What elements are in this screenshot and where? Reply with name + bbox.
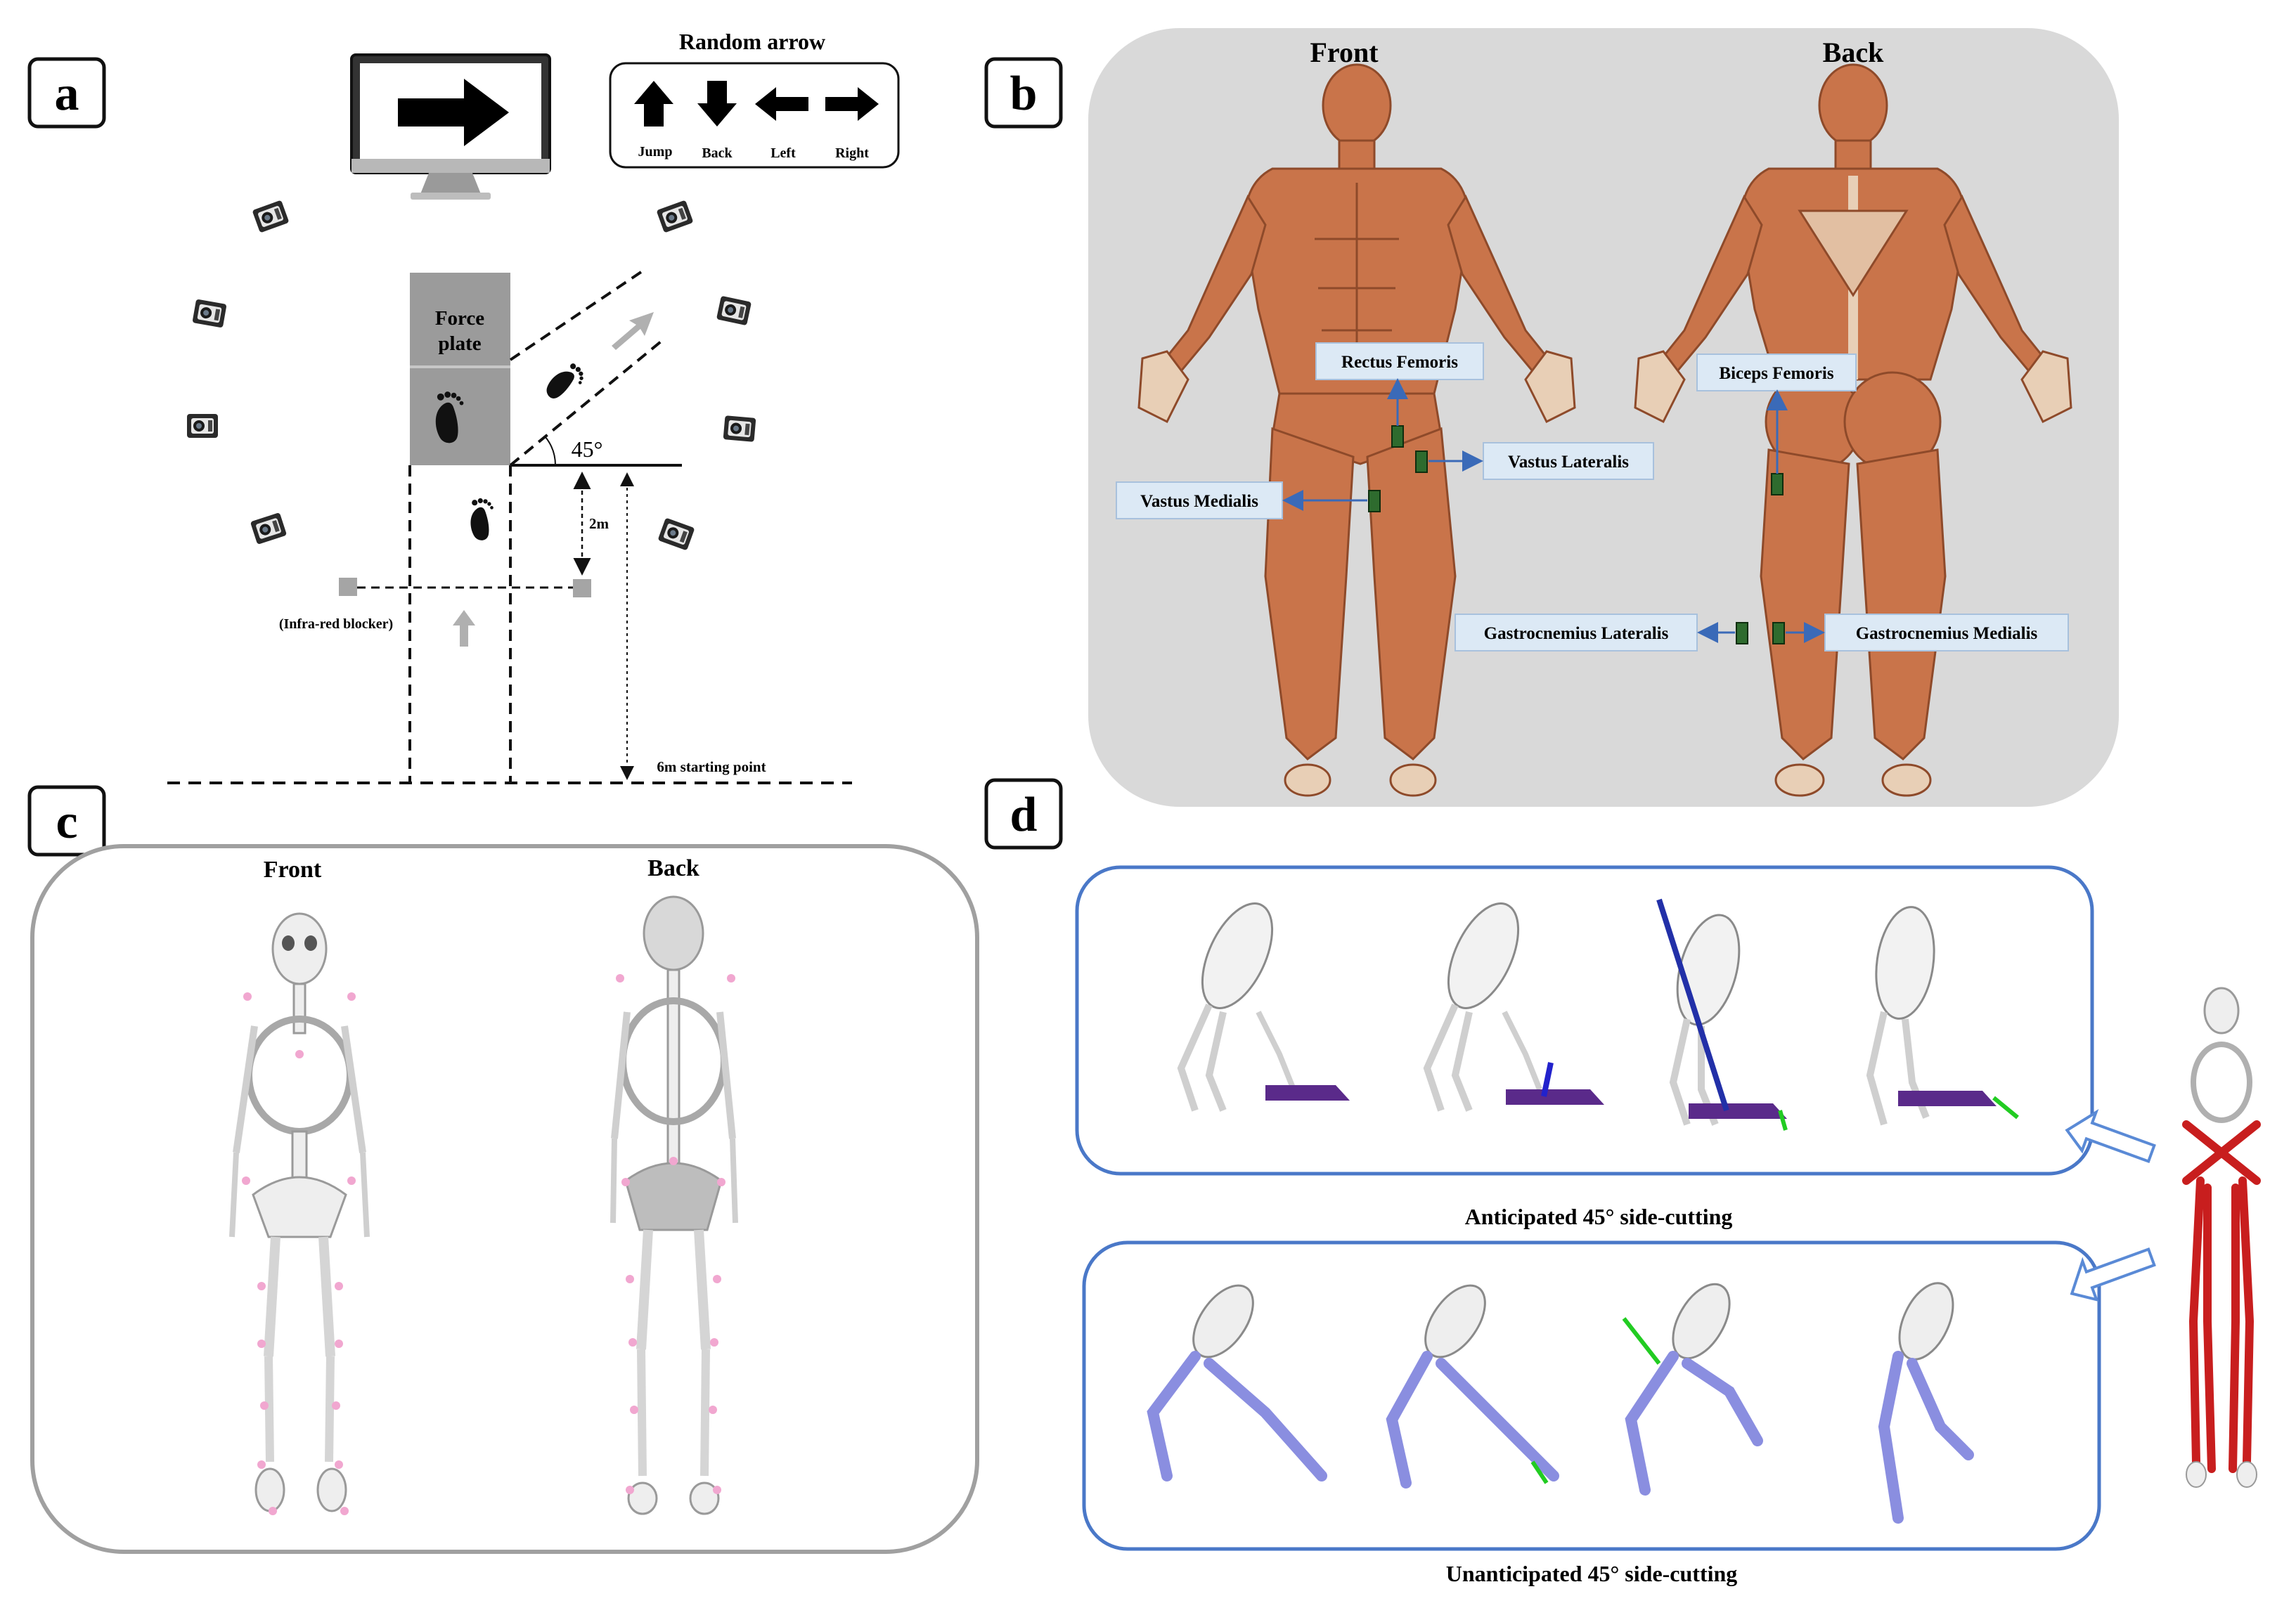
panel-letter-b: b	[984, 57, 1063, 129]
svg-text:c: c	[56, 795, 77, 849]
arrow-label-jump: Jump	[638, 144, 673, 160]
arrow-up-icon	[634, 81, 673, 127]
svg-text:Gastrocnemius Lateralis: Gastrocnemius Lateralis	[1484, 624, 1669, 643]
camera-icon	[657, 517, 695, 551]
panel-b-back-title: Back	[1823, 37, 1884, 68]
panel-c: c Front Back	[27, 785, 979, 1554]
panel-b-front-title: Front	[1310, 37, 1379, 68]
anticipated-caption: Anticipated 45° side-cutting	[1465, 1204, 1733, 1229]
svg-text:b: b	[1010, 67, 1038, 121]
monitor-icon	[350, 53, 551, 200]
panel-c-front-title: Front	[264, 857, 322, 883]
muscle-figure-front	[1137, 63, 1576, 797]
panel-letter-a: a	[27, 57, 106, 129]
panel-c-back-title: Back	[647, 855, 699, 881]
muscle-figure-back	[1634, 63, 2072, 797]
muscle-skeleton-model	[2182, 987, 2261, 1488]
panel-a: a Random arrow Jump Back Left Right	[27, 29, 900, 784]
skeleton-front	[229, 912, 370, 1512]
camera-icon	[192, 299, 227, 328]
svg-text:Force: Force	[435, 307, 484, 330]
camera-icon	[252, 200, 290, 233]
unanticipated-caption: Unanticipated 45° side-cutting	[1446, 1561, 1738, 1586]
unanticipated-frame	[1082, 1240, 2101, 1551]
arrow-left-icon	[755, 87, 808, 121]
panel-b: b Front Back	[984, 28, 2119, 807]
muscle-label-rectus-femoris: Rectus Femoris	[1315, 342, 1484, 426]
distance-2m-label: 2m	[589, 515, 610, 532]
muscle-label-gastrocnemius-medialis: Gastrocnemius Medialis	[1786, 614, 2069, 651]
emg-sensor-icon	[1391, 425, 1404, 448]
muscle-label-vastus-medialis: Vastus Medialis	[1116, 481, 1367, 519]
panel-c-frame	[30, 844, 979, 1554]
infrared-label: (Infra-red blocker)	[279, 616, 393, 632]
camera-icon	[656, 200, 694, 233]
reflective-markers	[242, 974, 735, 1515]
panel-d: d Anticipated 45° side-cutting Unanticip…	[984, 778, 2261, 1586]
camera-icon	[716, 295, 752, 326]
arrow-down-icon	[697, 81, 737, 127]
direction-arrow-icon	[612, 312, 654, 350]
svg-text:Gastrocnemius Medialis: Gastrocnemius Medialis	[1856, 624, 2038, 643]
emg-sensor-icon	[1736, 622, 1748, 644]
svg-text:Rectus Femoris: Rectus Femoris	[1341, 353, 1458, 372]
muscle-label-biceps-femoris: Biceps Femoris	[1696, 354, 1857, 474]
footprint-icon	[470, 498, 494, 540]
arrow-right-icon	[825, 87, 879, 121]
random-arrow-title: Random arrow	[679, 29, 825, 54]
svg-text:a: a	[55, 67, 79, 121]
panel-b-background	[1088, 28, 2119, 807]
unanticipated-poses	[1147, 1282, 1974, 1524]
arrow-label-left: Left	[770, 145, 796, 161]
camera-icon	[723, 415, 756, 442]
skeleton-back	[610, 895, 738, 1515]
hollow-arrow-icon	[2070, 1247, 2156, 1302]
random-arrow-box: Jump Back Left Right	[609, 62, 900, 169]
panel-letter-d: d	[984, 778, 1063, 850]
infrared-blocker-right	[573, 579, 591, 597]
svg-text:plate: plate	[438, 332, 481, 355]
emg-sensors	[1368, 425, 1785, 644]
emg-sensor-icon	[1772, 622, 1785, 644]
muscle-label-vastus-lateralis: Vastus Lateralis	[1428, 442, 1654, 480]
arrow-label-right: Right	[835, 145, 869, 161]
force-plate: Force plate	[410, 273, 510, 465]
arrow-right-icon	[398, 79, 509, 146]
camera-icon	[250, 512, 288, 545]
footprint-icon	[541, 360, 589, 406]
angle-label: 45°	[572, 436, 603, 462]
svg-text:Vastus Medialis: Vastus Medialis	[1140, 492, 1258, 511]
direction-arrow-icon	[453, 610, 475, 647]
emg-sensor-icon	[1415, 450, 1428, 473]
svg-text:d: d	[1010, 788, 1038, 842]
anticipated-poses	[1177, 898, 2019, 1131]
start-point-label: 6m starting point	[657, 758, 766, 775]
emg-sensor-icon	[1368, 490, 1381, 512]
emg-sensor-icon	[1771, 473, 1784, 495]
panel-letter-c: c	[27, 785, 106, 857]
anticipated-frame	[1075, 865, 2094, 1176]
infrared-blocker-left	[339, 578, 357, 596]
arrow-label-back: Back	[702, 145, 733, 161]
muscle-label-gastrocnemius-lateralis: Gastrocnemius Lateralis	[1455, 614, 1735, 651]
svg-text:Biceps Femoris: Biceps Femoris	[1719, 364, 1833, 383]
svg-text:Vastus Lateralis: Vastus Lateralis	[1508, 453, 1629, 472]
camera-icon	[187, 414, 218, 438]
hollow-arrow-icon	[2065, 1109, 2156, 1164]
